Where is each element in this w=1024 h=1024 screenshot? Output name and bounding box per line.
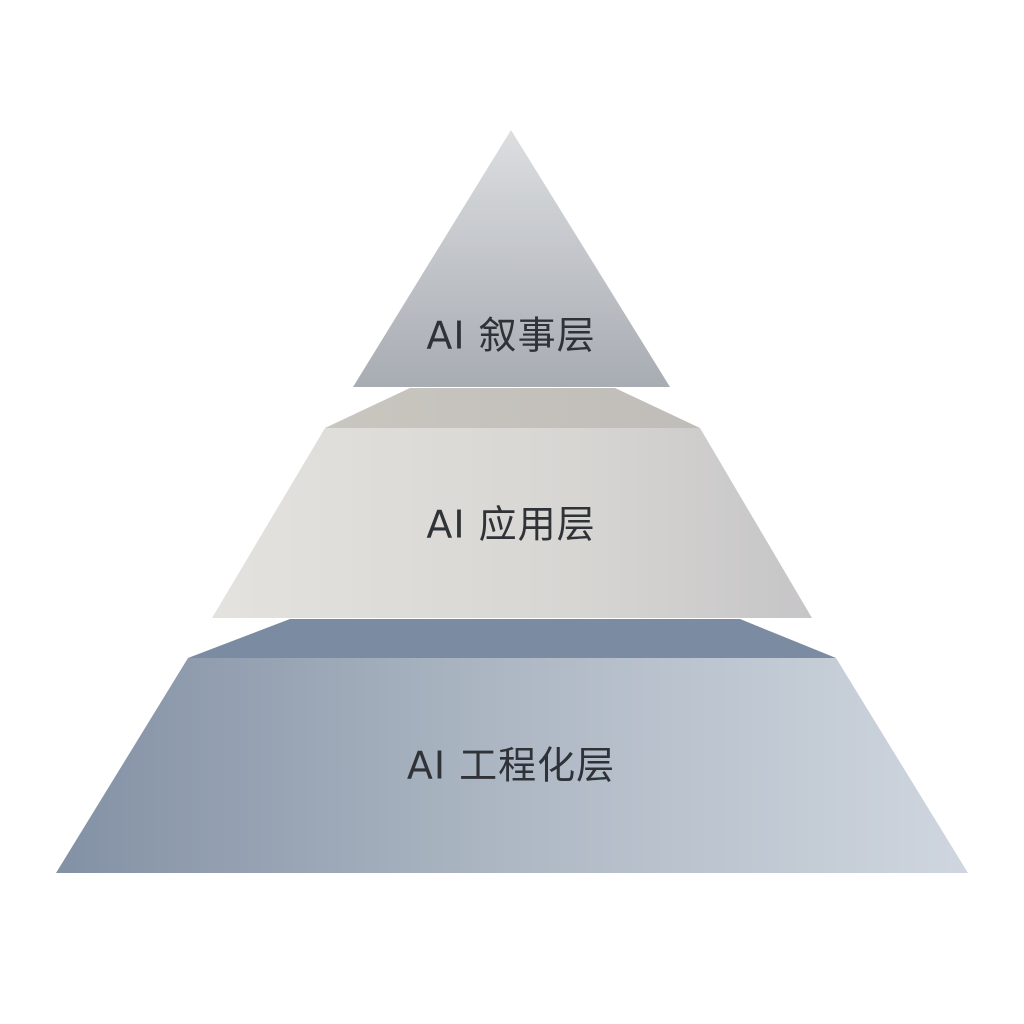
layer-bottom: [56, 619, 968, 873]
layer-top-label: AI 叙事层: [426, 313, 596, 358]
layer-bottom-top-face: [188, 619, 836, 658]
layer-top: [353, 130, 670, 387]
layer-middle-top-face: [325, 388, 700, 428]
layer-bottom-label: AI 工程化层: [406, 743, 616, 788]
layer-middle: [212, 388, 812, 618]
layer-bottom-front-face: [56, 658, 968, 873]
layer-top-triangle: [353, 130, 670, 387]
layer-middle-label: AI 应用层: [426, 502, 596, 547]
layer-middle-front-face: [212, 428, 812, 618]
